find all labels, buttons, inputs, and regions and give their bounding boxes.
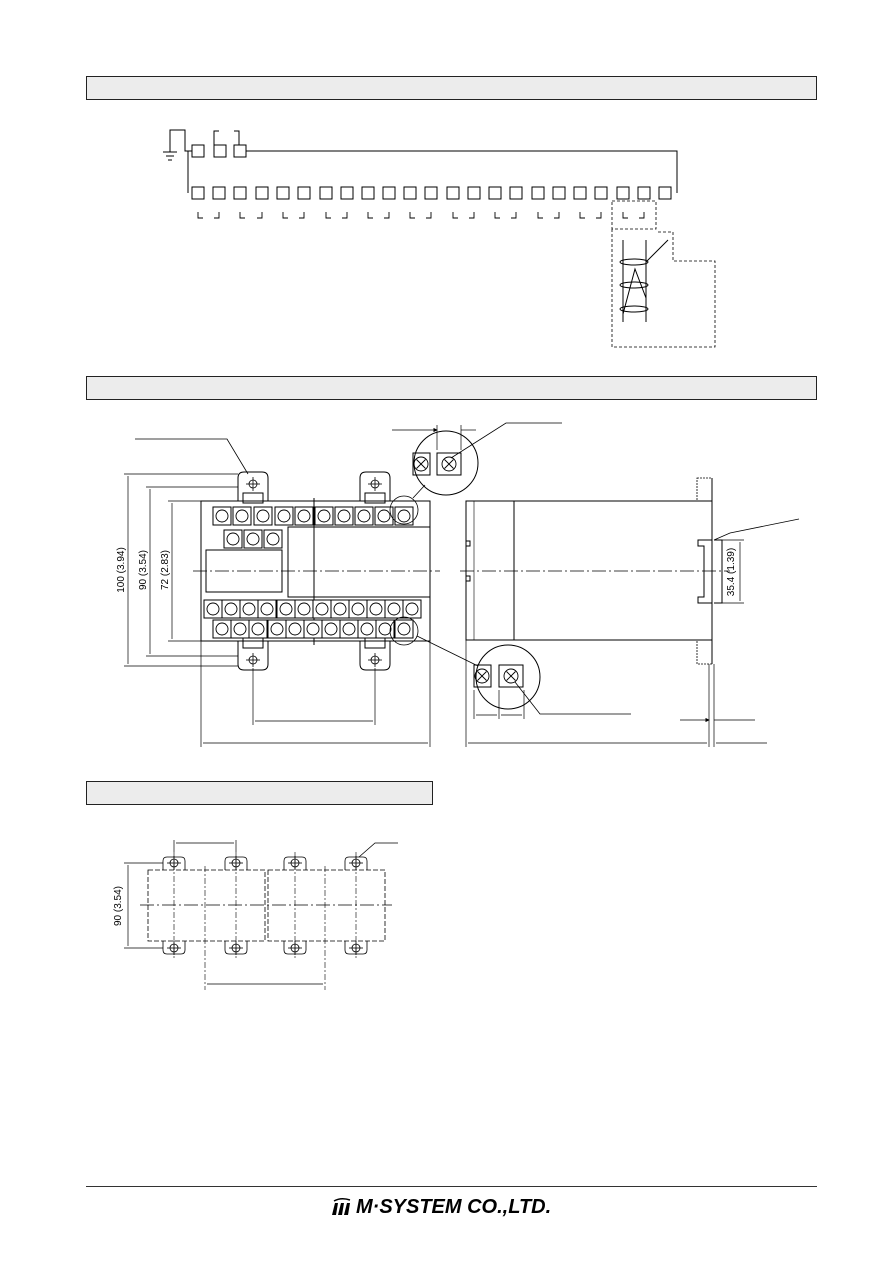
dim-90: 90 (3.54) [138,550,149,590]
section-bar-connection-diagram [86,76,817,100]
mounting-requirements-drawing: 90 (3.54) [113,840,398,990]
dim-72: 72 (2.83) [160,550,171,590]
dim-mount-90: 90 (3.54) [113,886,124,926]
section-bar-external-dimensions [86,376,817,400]
m-system-logo-icon [332,1197,351,1215]
dim-100: 100 (3.94) [116,547,127,593]
footer-rule [86,1186,817,1187]
dim-35-4: 35.4 (1.39) [726,548,737,596]
company-name: M·SYSTEM CO.,LTD. [356,1195,552,1218]
connection-diagram [163,129,716,348]
company-logo: M·SYSTEM CO.,LTD. [330,1194,570,1220]
external-dimensions-drawing: 100 (3.94) 90 (3.54) 72 (2.83) 35.4 [116,422,800,747]
section-bar-mounting-requirements [86,781,433,805]
